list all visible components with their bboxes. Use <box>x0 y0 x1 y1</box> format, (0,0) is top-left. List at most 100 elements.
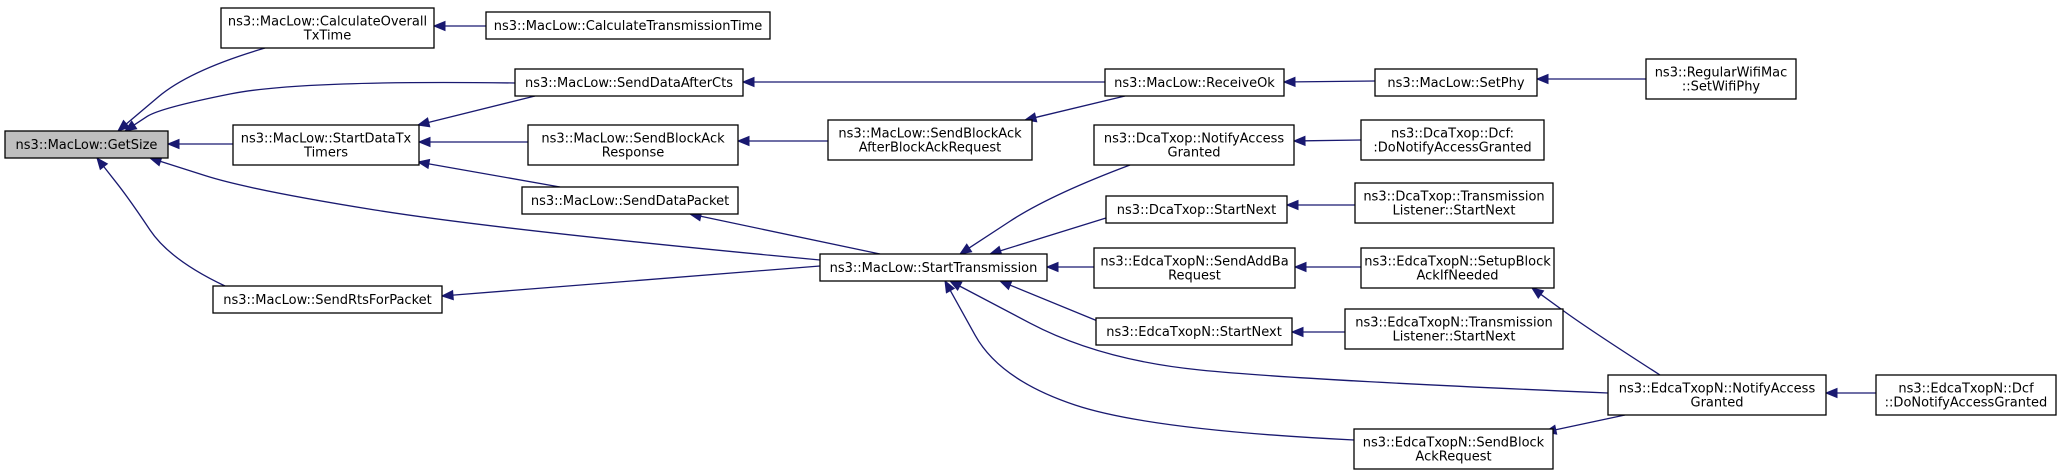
node-label: Timers <box>303 146 348 161</box>
edge-line <box>1009 284 1101 323</box>
edge-sendblockackafter-to-sendblockackresp <box>736 135 828 147</box>
node-box <box>1093 124 1295 166</box>
node-box <box>1344 308 1564 350</box>
node-dcadcf[interactable]: ns3::DcaTxop::Dcf::DoNotifyAccessGranted <box>1360 119 1545 161</box>
edge-edcanotify-to-edcasetupblock <box>1530 287 1661 376</box>
edge-line <box>428 163 561 188</box>
node-setphy[interactable]: ns3::MacLow::SetPhy <box>1374 68 1538 97</box>
edge-line <box>125 47 266 125</box>
node-edcanotify[interactable]: ns3::EdcaTxopN::NotifyAccessGranted <box>1607 374 1827 416</box>
arrowhead-icon <box>416 117 431 128</box>
node-label: ns3::MacLow::ReceiveOk <box>1114 76 1275 91</box>
node-label: ns3::EdcaTxopN::SendBlock <box>1363 436 1545 451</box>
edge-line <box>133 81 516 126</box>
node-box <box>4 130 169 159</box>
edge-dcanotify-to-starttransmission <box>958 164 1131 255</box>
node-senddataaftercts[interactable]: ns3::MacLow::SendDataAfterCts <box>514 68 744 97</box>
edge-edcasendblockack-to-starttransmission <box>944 279 1355 441</box>
edge-line <box>1035 95 1126 119</box>
node-box <box>527 124 739 166</box>
node-label: ns3::EdcaTxopN::NotifyAccess <box>1619 382 1816 397</box>
node-dcanotify[interactable]: ns3::DcaTxop::NotifyAccessGranted <box>1093 124 1295 166</box>
node-label: AckRequest <box>1415 450 1491 465</box>
node-starttransmission[interactable]: ns3::MacLow::StartTransmission <box>819 253 1048 282</box>
node-regularwifimac[interactable]: ns3::RegularWifiMac::SetWifiPhy <box>1645 58 1797 100</box>
edge-edcasetupblock-to-edcasendaddba <box>1293 261 1361 273</box>
edge-calctx-to-calcoverall <box>432 20 486 32</box>
node-label: ns3::EdcaTxopN::SendAddBa <box>1100 255 1288 270</box>
edge-senddatapacket-to-startdatatx <box>416 158 561 188</box>
node-box <box>1354 182 1554 224</box>
arrowhead-icon <box>1824 387 1838 399</box>
node-box <box>220 7 435 49</box>
node-edcastartnext[interactable]: ns3::EdcaTxopN::StartNext <box>1095 317 1293 346</box>
arrowhead-icon <box>1290 326 1304 338</box>
node-box <box>1645 58 1797 100</box>
edge-line <box>1304 139 1362 142</box>
node-label: ns3::MacLow::GetSize <box>16 138 158 153</box>
node-sendrts[interactable]: ns3::MacLow::SendRtsForPacket <box>212 285 443 314</box>
edge-line <box>968 164 1131 249</box>
node-label: ns3::DcaTxop::StartNext <box>1117 203 1276 218</box>
arrowhead-icon <box>123 120 138 132</box>
node-label: ns3::EdcaTxopN::SetupBlock <box>1364 255 1551 270</box>
node-edcatranslistener[interactable]: ns3::EdcaTxopN::TransmissionListener::St… <box>1344 308 1564 350</box>
node-box <box>521 186 739 215</box>
node-getsize[interactable]: ns3::MacLow::GetSize <box>4 130 169 159</box>
node-label: Request <box>1168 269 1221 284</box>
edge-receiveok-to-sendblockackafter <box>1023 95 1126 123</box>
node-box <box>514 68 744 97</box>
arrowhead-icon <box>736 135 750 147</box>
arrowhead-icon <box>741 76 755 88</box>
nodes-layer: ns3::MacLow::GetSize ns3::MacLow::Calcula… <box>4 7 2057 470</box>
node-label: Granted <box>1168 146 1221 161</box>
edge-setphy-to-receiveok <box>1282 76 1376 88</box>
edge-line <box>700 215 881 255</box>
node-senddatapacket[interactable]: ns3::MacLow::SendDataPacket <box>521 186 739 215</box>
node-label: Response <box>602 146 664 161</box>
node-dcatranslistener[interactable]: ns3::DcaTxop::TransmissionListener::Star… <box>1354 182 1554 224</box>
edge-starttransmission-to-senddatapacket <box>688 211 881 255</box>
edge-line <box>949 290 1355 441</box>
node-label: Listener::StartNext <box>1393 330 1516 345</box>
node-label: ns3::DcaTxop::NotifyAccess <box>1104 132 1285 147</box>
node-label: ns3::MacLow::SendDataPacket <box>531 194 729 209</box>
arrowhead-icon <box>1530 287 1545 299</box>
edge-senddataaftercts-to-getsize <box>123 81 516 132</box>
node-box <box>1353 428 1554 470</box>
arrowhead-icon <box>166 138 180 150</box>
edge-edcatranslistener-to-edcastartnext <box>1290 326 1345 338</box>
node-label: ns3::MacLow::CalculateOverall <box>228 15 427 30</box>
arrowhead-icon <box>1293 261 1307 273</box>
node-box <box>1105 195 1288 224</box>
edge-line <box>428 95 536 123</box>
node-calctx[interactable]: ns3::MacLow::CalculateTransmissionTime <box>485 11 771 40</box>
arrowhead-icon <box>1045 261 1059 273</box>
edge-line <box>160 160 821 261</box>
node-box <box>1374 68 1538 97</box>
node-receiveok[interactable]: ns3::MacLow::ReceiveOk <box>1104 68 1285 97</box>
arrowhead-icon <box>432 20 446 32</box>
node-label: Granted <box>1691 396 1744 411</box>
node-label: ::SetWifiPhy <box>1682 80 1761 95</box>
arrowhead-icon <box>1282 76 1296 88</box>
arrowhead-icon <box>116 119 131 132</box>
node-box <box>819 253 1048 282</box>
arrowhead-icon <box>440 289 454 301</box>
node-edcadcf[interactable]: ns3::EdcaTxopN::Dcf::DoNotifyAccessGrant… <box>1875 374 2057 416</box>
node-box <box>232 124 420 166</box>
node-label: ns3::MacLow::SendDataAfterCts <box>525 76 733 91</box>
arrowhead-icon <box>944 279 956 294</box>
node-box <box>1093 247 1296 289</box>
node-label: ns3::MacLow::StartTransmission <box>830 261 1038 276</box>
node-sendblockackafter[interactable]: ns3::MacLow::SendBlockAckAfterBlockAckRe… <box>827 119 1033 161</box>
arrowhead-icon <box>1285 199 1299 211</box>
node-dcastartnext[interactable]: ns3::DcaTxop::StartNext <box>1105 195 1288 224</box>
